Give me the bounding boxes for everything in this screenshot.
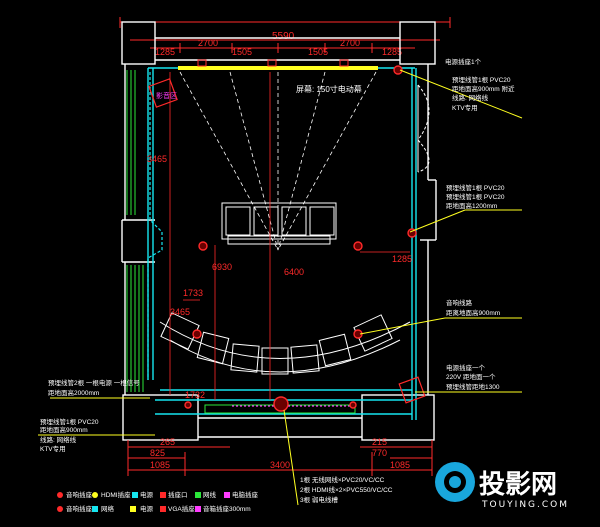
note-lb-2: 线路: 网络线 bbox=[40, 435, 77, 444]
legend-8: 网络 bbox=[101, 504, 115, 513]
left-wiring bbox=[147, 72, 163, 380]
dim-top-seg-6: 1285 bbox=[382, 47, 402, 57]
note-lm-0: 预埋线管2根 一根电源 一根信号 bbox=[48, 378, 140, 387]
dim-bottom-left-c: 1085 bbox=[150, 460, 170, 470]
bottom-dimensions bbox=[127, 440, 433, 476]
entry-door bbox=[417, 84, 430, 173]
front-sofa-row bbox=[221, 202, 337, 245]
legend-9: 电源 bbox=[140, 504, 154, 513]
dim-top-segments: 1285 2700 1505 1505 2700 1285 bbox=[155, 38, 402, 57]
legend-7: 音响插座 bbox=[66, 504, 93, 513]
note-rt-0: 电源插座1个 bbox=[445, 57, 482, 66]
dim-left-mid: 1733 bbox=[183, 288, 203, 298]
note-lb-3: KTV专用 bbox=[40, 444, 66, 453]
legend-1: 音响插座 bbox=[66, 490, 93, 499]
legend: 音响插座 HDMI插座 电源 插座口 网线 电脑插座 音响插座 网络 电源 VG… bbox=[57, 490, 259, 513]
dim-bottom-right-c: 1085 bbox=[390, 460, 410, 470]
outer-walls bbox=[121, 21, 437, 441]
note-lb-1: 距地面高900mm bbox=[40, 425, 88, 434]
note-rb-1: 220V 距地面一个 bbox=[446, 372, 496, 381]
watermark-brand: 投影网 bbox=[479, 470, 557, 500]
note-rl-0: 音响线路 bbox=[446, 298, 473, 307]
note-bc-2: 3根 弱电线槽 bbox=[300, 495, 338, 504]
watermark-url: TOUYING.COM bbox=[481, 500, 569, 510]
legend-2: HDMI插座 bbox=[101, 490, 131, 499]
legend-10: VGA插座 bbox=[168, 504, 195, 513]
note-rm-1: 预埋线管1根 PVC20 bbox=[446, 192, 505, 201]
area-label: 影音区 bbox=[156, 91, 177, 100]
note-lm-1: 距地面高2000mm bbox=[48, 388, 99, 397]
note-rb-0: 电源插座一个 bbox=[446, 363, 486, 372]
bottom-dim-labels: 265 825 1085 3400 215 770 1085 bbox=[150, 437, 410, 470]
internal-dimensions bbox=[169, 72, 410, 400]
dim-bottom-right-b: 770 bbox=[372, 448, 387, 458]
left-panel-strips bbox=[126, 70, 144, 392]
note-bc-1: 2根 HDMI线×2×PVC550/VC/CC bbox=[300, 485, 393, 494]
dim-left-lower: 3465 bbox=[170, 307, 190, 317]
legend-5: 网线 bbox=[203, 490, 217, 499]
note-rm-0: 预埋线管1根 PVC20 bbox=[446, 183, 505, 192]
note-rt-1: 预埋线管1根 PVC20 bbox=[452, 75, 511, 84]
note-rl-1: 距离地面高900mm bbox=[446, 308, 500, 317]
ceiling-outlets bbox=[197, 59, 349, 67]
inner-walls bbox=[147, 67, 417, 420]
dim-top-seg-1: 1285 bbox=[155, 47, 175, 57]
dim-bottom-mid: 3400 bbox=[270, 460, 290, 470]
dim-bottom-right-a: 215 bbox=[372, 437, 387, 447]
note-bc-0: 1根 无线网线×PVC20/VC/CC bbox=[300, 475, 385, 484]
internal-dim-labels: 3465 6930 6400 1733 3465 1732 1285 bbox=[147, 154, 412, 400]
dim-right-small: 1285 bbox=[392, 254, 412, 264]
legend-6: 电脑插座 bbox=[232, 490, 259, 499]
dim-top-seg-4: 1505 bbox=[308, 47, 328, 57]
note-lb-0: 预埋线管1根 PVC20 bbox=[40, 417, 99, 426]
note-rt-4: KTV专用 bbox=[452, 103, 478, 112]
dim-left-upper: 3465 bbox=[147, 154, 167, 164]
dim-top-seg-3: 1505 bbox=[232, 47, 252, 57]
leader-lines bbox=[38, 69, 523, 506]
dim-bottom-left-b: 825 bbox=[150, 448, 165, 458]
watermark: 投影网 TOUYING.COM bbox=[435, 462, 569, 510]
note-rm-2: 距地面高1200mm bbox=[446, 201, 497, 210]
note-rt-3: 线路: 网络线 bbox=[452, 93, 489, 102]
dim-center-2: 6400 bbox=[284, 267, 304, 277]
dim-left-small: 1732 bbox=[185, 390, 205, 400]
corner-speakers bbox=[148, 78, 426, 404]
outlets bbox=[184, 65, 417, 412]
screen-label: 屏幕: 150寸电动幕 bbox=[296, 84, 362, 94]
legend-3: 电源 bbox=[140, 490, 154, 499]
dim-top-total: 5590 bbox=[272, 31, 295, 42]
annotations: 电源插座1个 预埋线管1根 PVC20 距地面高900mm 附近 线路: 网络线… bbox=[40, 57, 515, 504]
note-rt-2: 距地面高900mm 附近 bbox=[452, 84, 515, 93]
note-rb-2: 预埋线管距地1300 bbox=[446, 382, 500, 391]
dim-top-seg-2: 2700 bbox=[198, 38, 218, 48]
projection-screen bbox=[178, 66, 378, 70]
legend-4: 插座口 bbox=[168, 490, 188, 499]
dim-center-1: 6930 bbox=[212, 262, 232, 272]
legend-11: 音箱插座300mm bbox=[203, 504, 251, 513]
dim-bottom-left-a: 265 bbox=[160, 437, 175, 447]
dim-top-seg-5: 2700 bbox=[340, 38, 360, 48]
back-sofa-row bbox=[159, 312, 411, 375]
top-dimensions bbox=[119, 17, 451, 53]
